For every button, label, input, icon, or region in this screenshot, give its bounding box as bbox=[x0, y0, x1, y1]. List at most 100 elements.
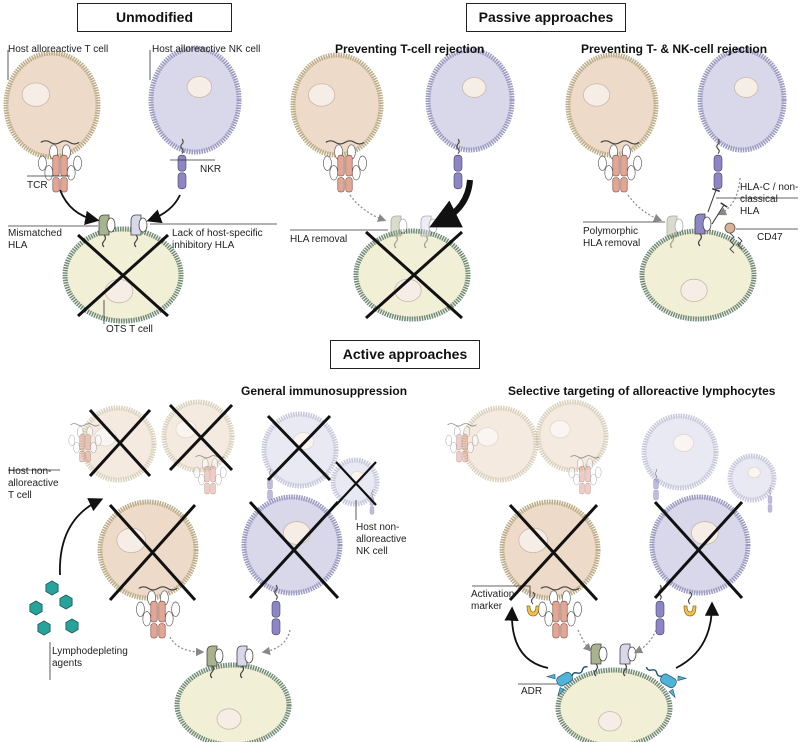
tcr-beta bbox=[345, 154, 353, 177]
label-non-allo-nk: Host non-alloreactive NK cell bbox=[356, 522, 407, 557]
tcr-beta-v bbox=[345, 177, 353, 193]
sel-t-2-membrane bbox=[535, 399, 609, 473]
subtitle-general: General immunosuppression bbox=[241, 384, 408, 398]
nkr-d2 bbox=[453, 172, 463, 190]
label-adr: ADR bbox=[521, 686, 543, 697]
tcr-alpha-v bbox=[552, 623, 560, 639]
hla-b2m bbox=[598, 646, 608, 662]
tcr-alpha-v bbox=[52, 177, 60, 193]
cd3-oval bbox=[193, 466, 201, 479]
label-tcr: TCR bbox=[27, 180, 48, 191]
header-unmodified: Unmodified bbox=[77, 3, 232, 32]
label-activation: Activation marker bbox=[471, 589, 515, 612]
cd3-oval bbox=[633, 155, 642, 171]
cross-nk-general bbox=[248, 500, 340, 600]
tm-coil bbox=[540, 586, 580, 591]
host-t-cell-passive2-membrane bbox=[565, 52, 659, 158]
tcr-alpha bbox=[52, 154, 60, 177]
hla-heavy bbox=[390, 215, 402, 237]
subtitle-t-rejection: Preventing T-cell rejection bbox=[335, 42, 485, 56]
hla-heavy bbox=[619, 643, 631, 665]
tcr-alpha-v bbox=[612, 177, 620, 193]
tcr-beta-v bbox=[560, 623, 568, 639]
nkr-d1 bbox=[767, 495, 773, 504]
marker-cup bbox=[526, 605, 540, 617]
cd3-oval bbox=[44, 165, 54, 181]
cd3-oval bbox=[445, 434, 453, 447]
cd3-oval bbox=[573, 473, 580, 486]
cd3-oval bbox=[142, 611, 152, 627]
cross-line bbox=[168, 403, 234, 472]
marker-tm bbox=[530, 591, 536, 605]
hla-tm bbox=[622, 663, 628, 677]
cross-nonallo-t-1 bbox=[88, 408, 152, 478]
arrow-nkr-unmod bbox=[146, 194, 181, 224]
tcr-beta bbox=[60, 154, 68, 177]
cross-line bbox=[335, 461, 377, 506]
ots-cell-sel bbox=[555, 667, 673, 742]
ots-cell-unmod-nucleus bbox=[104, 278, 134, 304]
cross-nonallo-nk-1 bbox=[266, 414, 332, 482]
header-passive: Passive approaches bbox=[466, 3, 626, 32]
label-host-nk: Host alloreactive NK cell bbox=[152, 44, 261, 55]
tcr-alpha-v bbox=[79, 450, 85, 463]
cd3-oval bbox=[573, 601, 582, 617]
tcr-beta bbox=[462, 434, 468, 451]
tcr-sel bbox=[538, 586, 582, 639]
cd3-oval bbox=[604, 165, 614, 181]
inhibit-1 bbox=[707, 187, 721, 213]
adr-left bbox=[545, 666, 588, 697]
marker-tm bbox=[687, 591, 693, 605]
tcr-alpha-v bbox=[204, 482, 210, 495]
cd3-oval bbox=[73, 441, 80, 454]
nkr-general bbox=[271, 584, 281, 636]
nkr-sel-2 bbox=[767, 487, 773, 513]
nkr-tm bbox=[371, 489, 373, 497]
subtitle-selective: Selective targeting of alloreactive lymp… bbox=[508, 384, 776, 398]
hla-tm bbox=[101, 234, 107, 248]
nkr-tm bbox=[716, 138, 720, 154]
hla-heavy bbox=[694, 213, 706, 235]
tm-coil bbox=[40, 140, 80, 145]
hla-b2m bbox=[702, 216, 712, 232]
hla-b2m bbox=[244, 648, 254, 664]
nkr-tm bbox=[654, 468, 658, 479]
cd47-head bbox=[724, 222, 736, 234]
tcr-passive1 bbox=[323, 140, 367, 193]
nkr-passive2 bbox=[713, 138, 723, 190]
hla-removed-passive2 bbox=[666, 215, 684, 249]
tm-coil bbox=[138, 586, 178, 591]
cd3-oval bbox=[171, 601, 180, 617]
tcr-alpha-v bbox=[337, 177, 345, 193]
nkr-d1 bbox=[271, 600, 281, 618]
subtitle-tnk-rejection: Preventing T- & NK-cell rejection bbox=[581, 42, 768, 56]
label-cd47: CD47 bbox=[757, 232, 783, 243]
tcr-beta-v bbox=[462, 450, 468, 463]
tcr-alpha bbox=[204, 466, 210, 483]
cross-nonallo-t-2 bbox=[168, 403, 234, 472]
cd3-oval bbox=[471, 434, 479, 447]
ots-cell-sel-membrane bbox=[555, 667, 673, 742]
hla-inhibitory-unmod bbox=[130, 214, 148, 248]
label-host-t: Host alloreactive T cell bbox=[8, 44, 109, 55]
nkr-d2 bbox=[267, 489, 273, 501]
nkr-d2 bbox=[369, 506, 375, 515]
host-nk-cell-passive1 bbox=[425, 47, 515, 153]
tm-coil bbox=[447, 423, 477, 427]
nkr-d1 bbox=[453, 154, 463, 172]
hla-inhibitory-general bbox=[236, 645, 254, 679]
nkr-sel-1 bbox=[653, 468, 659, 501]
tcr-beta bbox=[560, 600, 568, 623]
ots-cell-general-membrane bbox=[174, 662, 292, 742]
hla-heavy bbox=[666, 215, 678, 237]
tm-coil bbox=[70, 423, 100, 427]
arrow-dotted-sel-t bbox=[577, 629, 592, 652]
cross-ots-passive1 bbox=[364, 230, 464, 320]
host-nk-cell-passive1-membrane bbox=[425, 47, 515, 153]
tcr-sel-1 bbox=[445, 423, 479, 463]
marker-cup bbox=[683, 605, 697, 617]
sel-t-1-nucleus bbox=[476, 427, 499, 447]
hla-b2m bbox=[674, 218, 684, 234]
label-lympho: Lymphodepleting agents bbox=[52, 646, 128, 669]
